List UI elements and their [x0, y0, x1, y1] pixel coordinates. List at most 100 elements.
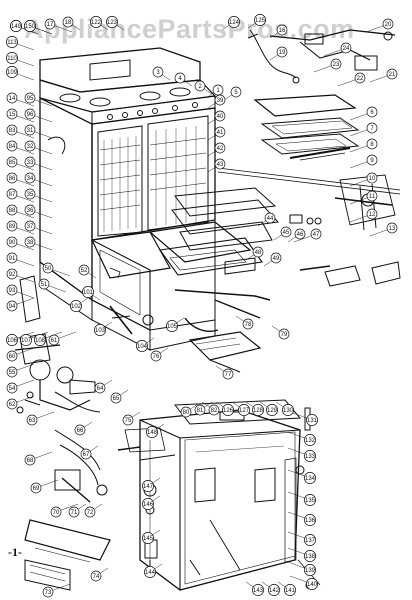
callout-bubble: [44, 18, 56, 30]
callout-number: 88: [9, 208, 16, 214]
callout-bubble: [6, 108, 18, 120]
callout-number: 54: [9, 386, 16, 392]
callout-bubble: [304, 434, 316, 446]
callout-number: 141: [285, 588, 296, 594]
callout-number: 75: [125, 418, 132, 424]
callout-number: 139: [305, 568, 316, 574]
callout-number: 60: [9, 354, 16, 360]
callout-number: 23: [333, 62, 340, 68]
callout-number: 131: [307, 418, 318, 424]
callout-bubble: [252, 584, 264, 596]
callout-bubble: [6, 66, 18, 78]
callout-bubble: [194, 80, 206, 92]
callout-bubble: [24, 172, 36, 184]
callout-number: 71: [71, 510, 78, 516]
callout-bubble: [48, 334, 60, 346]
callout-bubble: [136, 340, 148, 352]
callout-number: 41: [217, 130, 224, 136]
callout-number: 105: [167, 324, 178, 330]
range-base: [39, 220, 216, 351]
callout-number: 64: [97, 386, 104, 392]
callout-number: 21: [389, 72, 396, 78]
callout-bubble: [304, 494, 316, 506]
callout-number: 81: [197, 408, 204, 414]
callout-number: 80: [183, 410, 190, 416]
callout-bubble: [6, 124, 18, 136]
callout-bubble: [276, 24, 288, 36]
callout-bubble: [24, 236, 36, 248]
callout-bubble: [366, 138, 378, 150]
callout-number: 103: [95, 328, 106, 334]
callout-bubble: [222, 368, 234, 380]
callout-bubble: [24, 124, 36, 136]
callout-bubble: [84, 506, 96, 518]
callout-number: 79: [281, 332, 288, 338]
callout-number: 76: [153, 354, 160, 360]
callout-number: 32: [27, 144, 34, 150]
callout-number: 91: [9, 256, 16, 262]
callout-bubble: [24, 140, 36, 152]
callout-bubble: [6, 350, 18, 362]
callout-bubble: [6, 334, 18, 346]
callout-number: 1: [216, 88, 220, 94]
callout-number: 24: [343, 46, 350, 52]
callout-number: 122: [91, 20, 102, 26]
callout-bubble: [354, 72, 366, 84]
callout-bubble: [150, 350, 162, 362]
callout-number: 129: [267, 408, 278, 414]
callout-bubble: [34, 334, 46, 346]
callout-bubble: [70, 300, 82, 312]
callout-bubble: [6, 252, 18, 264]
callout-number: 95: [27, 96, 34, 102]
callout-bubbles: 1141151718122123124125161920113110109242…: [6, 14, 398, 598]
callout-number: 150: [25, 24, 36, 30]
callout-number: 49: [273, 256, 280, 262]
callout-bubble: [42, 586, 54, 598]
callout-bubble: [20, 334, 32, 346]
callout-bubble: [24, 204, 36, 216]
callout-bubble: [24, 92, 36, 104]
callout-number: 84: [9, 144, 16, 150]
callout-number: 132: [305, 438, 316, 444]
callout-bubble: [146, 426, 158, 438]
callout-bubble: [90, 16, 102, 28]
left-exploded-parts: [14, 275, 262, 591]
callout-number: 48: [255, 250, 262, 256]
callout-bubble: [24, 108, 36, 120]
callout-bubble: [214, 110, 226, 122]
callout-bubble: [304, 472, 316, 484]
callout-number: 15: [9, 112, 16, 118]
callout-bubble: [142, 532, 154, 544]
callout-number: 43: [217, 162, 224, 168]
callout-bubble: [6, 236, 18, 248]
callout-bubble: [6, 398, 18, 410]
callout-bubble: [270, 252, 282, 264]
callout-bubble: [152, 66, 164, 78]
callout-number: 63: [29, 418, 36, 424]
callout-bubble: [276, 46, 288, 58]
callout-number: 14: [9, 96, 16, 102]
callout-bubble: [304, 550, 316, 562]
callout-number: 145: [143, 536, 154, 542]
callout-number: 104: [137, 344, 148, 350]
callout-bubble: [340, 42, 352, 54]
callout-bubble: [24, 20, 36, 32]
callout-bubble: [24, 188, 36, 200]
callout-number: 90: [9, 240, 16, 246]
callout-bubble: [230, 86, 242, 98]
callout-number: 62: [9, 402, 16, 408]
callout-bubble: [282, 404, 294, 416]
callout-bubble: [142, 498, 154, 510]
callout-number: 148: [147, 430, 158, 436]
callout-number: 126: [223, 408, 234, 414]
callout-bubble: [6, 284, 18, 296]
callout-bubble: [366, 122, 378, 134]
callout-bubble: [62, 16, 74, 28]
callout-bubble: [266, 404, 278, 416]
callout-bubble: [366, 154, 378, 166]
callout-number: 73: [45, 590, 52, 596]
callout-bubble: [80, 448, 92, 460]
callout-number: 130: [283, 408, 294, 414]
callout-bubble: [180, 406, 192, 418]
callout-number: 37: [27, 224, 34, 230]
